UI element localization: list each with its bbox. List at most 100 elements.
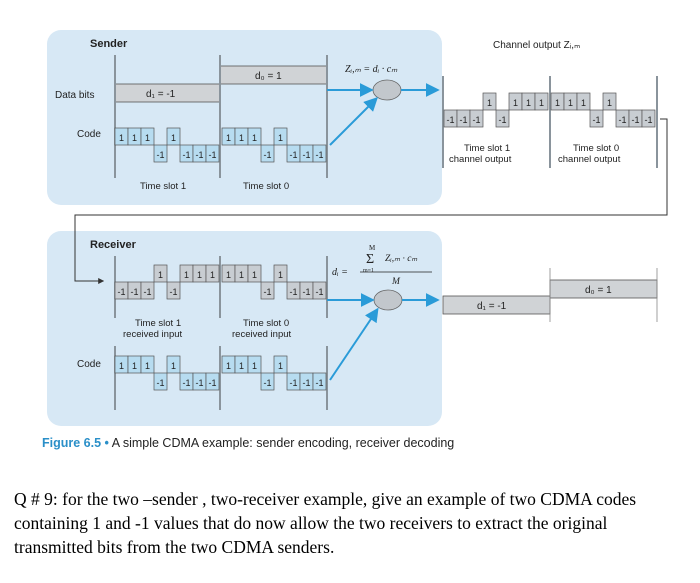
receiver-code-slot1-chip-label: -1 [208, 378, 216, 388]
channel-output-slot1-chip-label: -1 [472, 115, 480, 125]
receiver-code-slot0-chip-label: 1 [278, 361, 283, 371]
receiver-input-slot0-chip [312, 281, 327, 300]
receiver-input-slot0-chip-label: -1 [302, 287, 310, 297]
sender-code-slot0-chip-label: -1 [289, 150, 297, 160]
data-bits-label: Data bits [55, 90, 94, 101]
sender-code-slot0-chip [273, 127, 288, 146]
channel-output-slot1-chip-label: -1 [498, 115, 506, 125]
sender-code-slot1-chip [166, 127, 181, 146]
receiver-d1-label: d₁ = -1 [477, 301, 507, 312]
channel-slot0-label-1: Time slot 0 [573, 143, 619, 154]
sender-code-slot1-chip-label: 1 [145, 133, 150, 143]
receiver-input-slot1-chip [153, 264, 168, 283]
receiver-code-slot0-chip [312, 372, 327, 391]
receiver-slot0-label-2: received input [232, 329, 292, 340]
channel-title: Channel output Zᵢ,ₘ [493, 40, 580, 51]
question-text: Q # 9: for the two –sender , two-receive… [14, 489, 637, 557]
channel-output-slot0-chip [602, 92, 617, 111]
encoder-in-code-arrow [329, 97, 378, 146]
sender-code-slot1-chip-label: -1 [182, 150, 190, 160]
receiver-input-slot1-chip-label: -1 [117, 287, 125, 297]
sender-title: Sender [90, 38, 128, 50]
receiver-code-slot1-chip [166, 355, 181, 374]
receiver-code-slot1-chip-label: -1 [195, 378, 203, 388]
receiver-slot1-label-1: Time slot 1 [135, 318, 181, 329]
receiver-input-slot0-chip-label: -1 [315, 287, 323, 297]
sender-code-slot1-chip-label: 1 [132, 133, 137, 143]
encode-formula: Zᵢ,ₘ = dᵢ · cₘ [345, 64, 398, 75]
receiver-panel [47, 231, 442, 426]
receiver-d0-label: d₀ = 1 [585, 285, 612, 296]
sender-code-slot0-chip-label: -1 [302, 150, 310, 160]
channel-output-slot1-chip-label: -1 [446, 115, 454, 125]
receiver-input-slot1-chip-label: -1 [130, 287, 138, 297]
sender-slot0-label: Time slot 0 [243, 181, 289, 192]
channel-output-slot0-chip-label: 1 [555, 98, 560, 108]
receiver-input-slot0-chip [260, 281, 275, 300]
sender-code-slot0-chip [312, 144, 327, 163]
receiver-code-slot1-chip-label: 1 [119, 361, 124, 371]
channel-slot0-label-2: channel output [558, 154, 621, 165]
receiver-code-slot1-chip-label: 1 [171, 361, 176, 371]
receiver-input-slot1-chip [140, 281, 155, 300]
receiver-code-slot1-chip [205, 372, 220, 391]
receiver-slot1-label-2: received input [123, 329, 183, 340]
receiver-code-slot0-chip [247, 355, 262, 374]
receiver-input-slot0-chip-label: -1 [289, 287, 297, 297]
receiver-input-slot1-chip [205, 264, 220, 283]
decoder-node [373, 289, 403, 311]
receiver-input-slot0-chip-label: 1 [226, 270, 231, 280]
sender-code-slot0-chip-label: -1 [315, 150, 323, 160]
caption-label: Figure 6.5 [42, 436, 102, 450]
sender-code-slot1-chip-label: 1 [171, 133, 176, 143]
channel-output-slot1-chip-label: -1 [459, 115, 467, 125]
channel-connector [74, 118, 668, 284]
receiver-input-slot1-chip-label: 1 [197, 270, 202, 280]
sender-code-slot0-chip [247, 127, 262, 146]
receiver-code-slot1-chip-label: 1 [145, 361, 150, 371]
receiver-code-slot0-chip-label: -1 [315, 378, 323, 388]
sender-code-slot1-chip [205, 144, 220, 163]
channel-slot1-label-1: Time slot 1 [464, 143, 510, 154]
sender-code-slot1-chip-label: 1 [119, 133, 124, 143]
receiver-code-slot1-chip [140, 355, 155, 374]
decode-numerator: Zᵢ,ₘ · cₘ [385, 254, 417, 264]
decoder-in-code-arrow [329, 307, 379, 381]
channel-output-slot0-chip [589, 109, 604, 128]
receiver-input-slot0-chip [273, 264, 288, 283]
receiver-code-slot0-chip-label: 1 [226, 361, 231, 371]
channel-output-slot0-chip-label: -1 [631, 115, 639, 125]
sender-d0-label: d₀ = 1 [255, 71, 282, 82]
receiver-code-slot0-chip-label: 1 [239, 361, 244, 371]
receiver-code-slot0-chip-label: -1 [289, 378, 297, 388]
channel-output-slot0-chip-label: -1 [644, 115, 652, 125]
channel-slot1-label-2: channel output [449, 154, 512, 165]
sender-d1-label: d₁ = -1 [146, 89, 176, 100]
decode-sum-lower: m=1 [363, 268, 374, 274]
receiver-code-slot0-chip-label: 1 [252, 361, 257, 371]
receiver-input-slot0-chip-label: 1 [278, 270, 283, 280]
channel-output-slot1-chip [495, 109, 510, 128]
channel-output-slot0-chip-label: 1 [607, 98, 612, 108]
receiver-code-slot1-chip-label: -1 [182, 378, 190, 388]
channel-output-slot1-chip [469, 109, 484, 128]
sender-code-slot0-chip [260, 144, 275, 163]
sender-code-slot0-chip-label: 1 [239, 133, 244, 143]
decode-sum-symbol: Σ [366, 252, 374, 267]
channel-output-slot1-chip-label: 1 [539, 98, 544, 108]
receiver-input-slot0-chip-label: 1 [239, 270, 244, 280]
sender-panel [47, 30, 442, 205]
channel-output-slot1-chip-label: 1 [526, 98, 531, 108]
receiver-code-label: Code [77, 359, 101, 370]
sender-code-slot1-chip [153, 144, 168, 163]
sender-code-slot0-chip-label: -1 [263, 150, 271, 160]
sender-code-slot1-chip-label: -1 [195, 150, 203, 160]
sender-code-slot1-chip-label: -1 [208, 150, 216, 160]
channel-output-slot0-chip-label: -1 [592, 115, 600, 125]
receiver-code-slot1-chip-label: 1 [132, 361, 137, 371]
receiver-slot0-label-1: Time slot 0 [243, 318, 289, 329]
decode-denominator: M [391, 277, 401, 287]
receiver-input-slot1-chip-label: -1 [169, 287, 177, 297]
channel-output-slot0-chip-label: -1 [618, 115, 626, 125]
channel-output-slot0-chip [576, 92, 591, 111]
